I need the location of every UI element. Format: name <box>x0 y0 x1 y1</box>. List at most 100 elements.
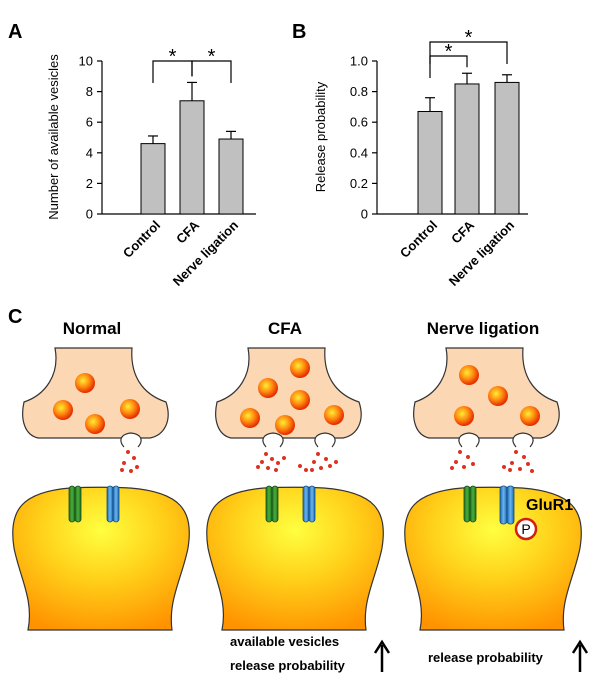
vesicle <box>53 400 73 420</box>
vesicle <box>520 406 540 426</box>
fusion-pore <box>120 432 142 448</box>
transmitter-dot <box>318 465 324 471</box>
postsynaptic-dendrite-normal <box>12 486 190 631</box>
transmitter-dot <box>507 467 513 473</box>
significance-bracket <box>429 55 468 78</box>
receptor-green <box>265 485 279 523</box>
presynaptic-terminal-nerve-ligation <box>413 347 560 439</box>
category-label: CFA <box>448 217 477 246</box>
receptor-blue <box>106 485 120 523</box>
bar-cfa <box>454 83 480 215</box>
transmitter-dot <box>521 454 527 460</box>
panel-letter-a: A <box>8 21 22 43</box>
significance-bracket <box>191 60 232 83</box>
up-arrow-icon <box>373 639 391 672</box>
transmitter-dot <box>453 459 459 465</box>
transmitter-dot <box>513 449 519 455</box>
receptor-green <box>463 485 477 523</box>
fusion-pore <box>512 432 534 448</box>
transmitter-dot <box>275 460 281 466</box>
vesicle <box>85 414 105 434</box>
significance-star: * <box>169 46 177 68</box>
vesicle <box>240 408 260 428</box>
phosphorylation-marker <box>514 517 538 541</box>
vesicle <box>290 390 310 410</box>
transmitter-dot <box>449 465 455 471</box>
transmitter-dot <box>255 464 261 470</box>
transmitter-dot <box>461 464 467 470</box>
diagram-title-normal: Normal <box>63 319 122 338</box>
transmitter-dot <box>309 467 315 473</box>
y-tick-label: 4 <box>86 145 93 160</box>
transmitter-dot <box>134 464 140 470</box>
y-tick-label: 0.6 <box>350 115 368 130</box>
transmitter-dot <box>323 456 329 462</box>
transmitter-dot <box>327 463 333 469</box>
postsynaptic-dendrite-nerve-ligation <box>404 486 582 631</box>
up-arrow-icon <box>571 639 589 672</box>
transmitter-dot <box>333 459 339 465</box>
category-label: Control <box>120 218 163 261</box>
y-tick-label: 10 <box>79 54 93 69</box>
vesicle <box>459 365 479 385</box>
transmitter-dot <box>465 454 471 460</box>
transmitter-dot <box>509 460 515 466</box>
transmitter-dot <box>119 467 125 473</box>
vesicle <box>258 378 278 398</box>
postsynaptic-dendrite-cfa <box>206 486 384 631</box>
bar-nerve-ligation <box>218 138 244 215</box>
transmitter-dot <box>525 461 531 467</box>
vesicle <box>120 399 140 419</box>
bar-cfa <box>179 100 205 215</box>
transmitter-dot <box>125 449 131 455</box>
vesicle <box>454 406 474 426</box>
transmitter-dot <box>297 463 303 469</box>
significance-bracket <box>429 41 508 64</box>
y-tick-label: 0 <box>361 207 368 222</box>
receptor-blue-glur1 <box>499 485 515 525</box>
released-transmitter <box>119 449 535 474</box>
transmitter-dot <box>131 455 137 461</box>
transmitter-dot <box>259 459 265 465</box>
transmitter-dot <box>273 467 279 473</box>
phosphorylation-label: P <box>521 521 530 537</box>
y-tick-label: 8 <box>86 84 93 99</box>
bar-control <box>417 110 443 215</box>
transmitter-dot <box>265 465 271 471</box>
significance-star: * <box>465 27 473 49</box>
y-tick-label: 1.0 <box>350 54 368 69</box>
glur1-label: GluR1 <box>526 497 573 514</box>
fusion-pore <box>262 432 284 448</box>
cfa-note-available-vesicles: available vesicles <box>230 634 339 649</box>
synapse-diagram: Normal CFA Nerve ligation <box>12 319 589 673</box>
bar-nerve-ligation <box>494 81 520 215</box>
transmitter-dot <box>457 449 463 455</box>
vesicle <box>290 358 310 378</box>
panel-letter-c: C <box>8 306 22 328</box>
transmitter-dot <box>263 451 269 457</box>
vesicle <box>75 373 95 393</box>
transmitter-dot <box>303 467 309 473</box>
vesicle <box>324 405 344 425</box>
category-label: CFA <box>173 217 202 246</box>
transmitter-dot <box>529 468 535 474</box>
transmitter-dot <box>281 455 287 461</box>
chart-b: Release probability 00.20.40.60.81.0Cont… <box>313 27 528 289</box>
diagram-title-nerve-ligation: Nerve ligation <box>427 319 539 338</box>
chart-a: Number of available vesicles 0246810Cont… <box>46 46 256 289</box>
y-tick-label: 0.2 <box>350 176 368 191</box>
transmitter-dot <box>311 459 317 465</box>
transmitter-dot <box>269 456 275 462</box>
fusion-pore <box>458 432 480 448</box>
ligation-note-release-probability: release probability <box>428 650 544 665</box>
y-tick-label: 0.4 <box>350 145 368 160</box>
panel-letter-b: B <box>292 21 306 43</box>
transmitter-dot <box>121 460 127 466</box>
diagram-title-cfa: CFA <box>268 319 302 338</box>
fusion-pore <box>314 432 336 448</box>
bar-control <box>140 143 166 215</box>
significance-star: * <box>445 41 453 63</box>
transmitter-dot <box>470 461 476 467</box>
y-tick-label: 0 <box>86 207 93 222</box>
transmitter-dot <box>315 451 321 457</box>
